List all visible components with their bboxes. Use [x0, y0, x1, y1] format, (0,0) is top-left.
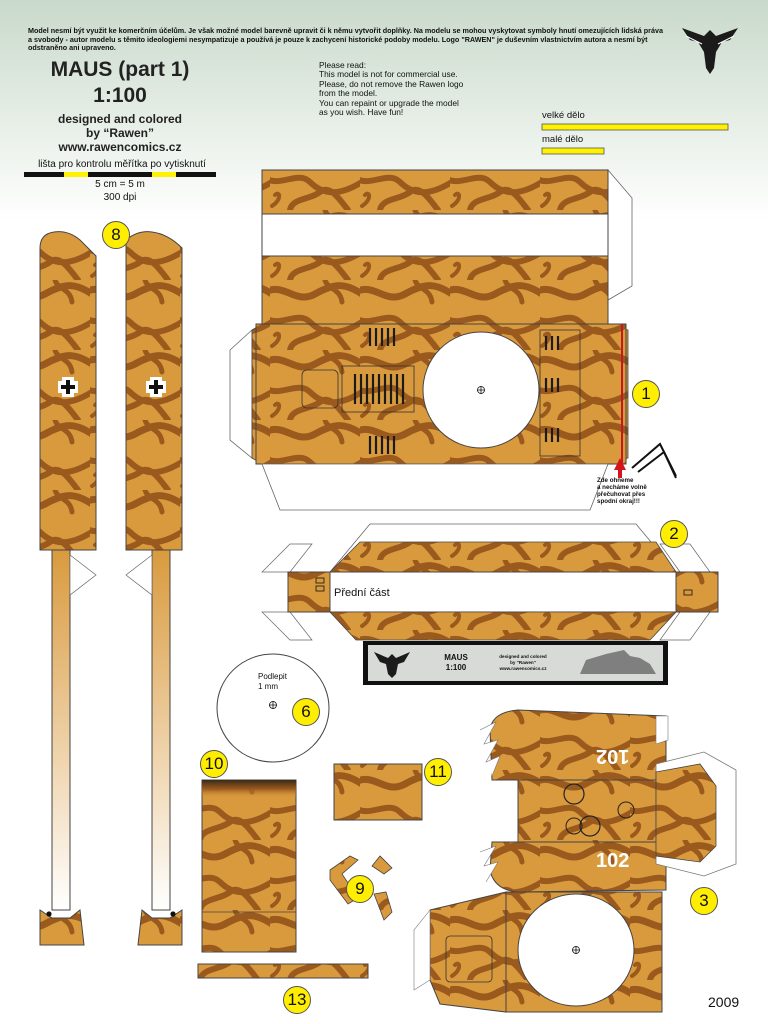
hull-number-upside-down: 102: [596, 745, 630, 767]
banner-by: by "Rawen": [510, 660, 536, 665]
part-marker-9: 9: [346, 875, 374, 903]
designer-credit: designed and colored by “Rawen” www.rawe…: [30, 112, 210, 154]
part-marker-11: 11: [424, 758, 452, 786]
please-line: You can repaint or upgrade the model: [319, 97, 459, 108]
ruler-scale: 5 cm = 5 m: [95, 179, 145, 190]
part-3-turret: [413, 709, 737, 1013]
banner-title-block: MAUS 1:100: [436, 653, 476, 673]
big-gun-label: velké dělo: [542, 110, 585, 121]
part-marker-8: 8: [102, 221, 130, 249]
fold-note-line: Zde ohneme: [597, 477, 634, 484]
glue-line: 1 mm: [258, 682, 278, 691]
ruler-label: lišta pro kontrolu měřítka po vytisknutí: [38, 159, 206, 170]
copyright-notice: Model nesmí být využit ke komerčním účel…: [28, 26, 663, 53]
red-arrow-icon: [614, 458, 626, 478]
eagle-logo-icon: [682, 28, 738, 74]
part-8-track-left: [39, 231, 97, 946]
banner-designed: designed and colored: [499, 654, 547, 659]
big-gun-bar: [541, 123, 729, 131]
page-title: MAUS (part 1): [50, 58, 190, 81]
part-10-plate: [201, 779, 297, 953]
part-2-front: [261, 523, 719, 641]
please-read-box: Please read: This model is not for comme…: [319, 60, 519, 118]
fold-diagram-icon: [631, 442, 677, 479]
part-marker-2: 2: [660, 520, 688, 548]
fold-note-line: a necháme volně: [597, 484, 647, 491]
banner-credit: designed and colored by "Rawen" www.rawe…: [488, 654, 558, 672]
part-1-hull: [229, 168, 633, 511]
website-link[interactable]: www.rawencomics.cz: [58, 140, 182, 154]
please-line: as you wish. Have fun!: [319, 107, 404, 118]
rawen-banner: [363, 641, 668, 685]
fold-note: Zde ohneme a necháme volně přečuhovat př…: [597, 477, 667, 505]
part-marker-3: 3: [690, 887, 718, 915]
small-gun-label: malé dělo: [542, 134, 584, 145]
scale-ruler: [24, 172, 216, 177]
balkenkreuz-icon: [146, 377, 166, 397]
grille-icon: [353, 328, 560, 454]
part-marker-6: 6: [292, 698, 320, 726]
banner-site: www.rawencomics.cz: [499, 666, 547, 671]
designed-line: designed and colored: [57, 112, 183, 126]
fold-note-line: spodní okraj!!!: [597, 498, 640, 505]
small-gun-bar: [541, 147, 605, 155]
part-marker-10: 10: [200, 750, 228, 778]
glue-note: Podlepit 1 mm: [258, 672, 287, 692]
front-part-label: Přední část: [334, 587, 390, 599]
part-marker-13: 13: [283, 986, 311, 1014]
part-11-plate: [333, 763, 423, 821]
part-marker-1: 1: [632, 380, 660, 408]
scale-label: 1:100: [93, 84, 147, 107]
part-8-track-right: [125, 231, 183, 946]
part-6-disc: [216, 653, 330, 763]
please-line: This model is not for commercial use.: [319, 69, 458, 80]
ruler-dpi: 300 dpi: [103, 192, 137, 203]
part-13-strip: [197, 963, 369, 979]
eagle-logo-icon: [374, 652, 410, 678]
tank-silhouette-icon: [580, 650, 656, 674]
banner-title: MAUS: [444, 653, 468, 662]
balkenkreuz-icon: [58, 377, 78, 397]
author-line: by “Rawen”: [85, 126, 154, 140]
please-line: Please, do not remove the Rawen logo: [319, 78, 464, 89]
glue-line: Podlepit: [258, 672, 287, 681]
fold-note-line: přečuhovat přes: [597, 491, 646, 498]
please-read-title: Please read:: [319, 60, 367, 70]
hull-number: 102: [596, 850, 630, 872]
banner-scale: 1:100: [445, 663, 467, 672]
year-label: 2009: [708, 994, 740, 1010]
please-line: from the model.: [319, 88, 378, 99]
